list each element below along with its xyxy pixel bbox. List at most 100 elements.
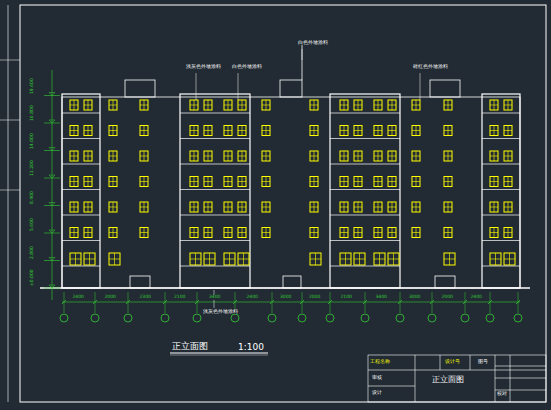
window xyxy=(490,126,498,136)
window-transom xyxy=(504,259,515,260)
window xyxy=(340,126,348,136)
window-transom xyxy=(109,207,117,208)
window xyxy=(140,177,148,187)
window xyxy=(374,100,382,110)
dimension-text: 2000 xyxy=(442,295,453,300)
axis-bubble xyxy=(298,314,306,322)
title-cell: 审核 xyxy=(372,376,382,381)
window xyxy=(444,253,455,265)
window xyxy=(504,202,512,212)
window-transom xyxy=(140,181,148,182)
level-symbol xyxy=(49,175,55,178)
window xyxy=(388,228,396,238)
balcony-rail xyxy=(180,189,250,190)
window xyxy=(490,228,498,238)
window-transom xyxy=(374,130,382,131)
window-transom xyxy=(354,130,362,131)
dimension-tick xyxy=(300,300,304,304)
window xyxy=(238,228,246,238)
dimension-tick xyxy=(233,300,237,304)
window-transom xyxy=(109,181,117,182)
window-transom xyxy=(224,207,232,208)
window-transom xyxy=(374,156,382,157)
window xyxy=(388,126,396,136)
window xyxy=(412,202,420,212)
dimension-text: 3000 xyxy=(409,295,420,300)
level-symbol xyxy=(49,285,55,288)
window xyxy=(224,151,232,161)
window xyxy=(70,253,81,265)
window xyxy=(224,228,232,238)
title-cell: 图号 xyxy=(478,360,488,365)
axis-bubble xyxy=(396,314,404,322)
window-transom xyxy=(190,105,198,106)
window xyxy=(84,126,92,136)
window xyxy=(70,202,78,212)
window-transom xyxy=(140,156,148,157)
window xyxy=(388,151,396,161)
window-transom xyxy=(109,259,120,260)
window xyxy=(190,253,201,265)
window-transom xyxy=(340,232,348,233)
window-transom xyxy=(204,156,212,157)
window xyxy=(140,228,148,238)
level-text: 19.600 xyxy=(30,78,35,94)
window-transom xyxy=(70,156,78,157)
window-transom xyxy=(388,232,396,233)
window-transom xyxy=(84,130,92,131)
window-transom xyxy=(374,207,382,208)
axis-bubble xyxy=(361,314,369,322)
window xyxy=(224,177,232,187)
window xyxy=(224,126,232,136)
window-transom xyxy=(340,130,348,131)
window-transom xyxy=(310,105,318,106)
balcony-rail xyxy=(330,164,400,165)
window xyxy=(262,151,270,161)
window-transom xyxy=(190,207,198,208)
window-transom xyxy=(262,181,270,182)
window-transom xyxy=(504,130,512,131)
window-transom xyxy=(190,259,201,260)
window xyxy=(140,151,148,161)
window xyxy=(204,151,212,161)
window xyxy=(310,100,318,110)
window xyxy=(262,126,270,136)
window xyxy=(238,253,249,265)
dimension-text: 2000 xyxy=(309,295,320,300)
window xyxy=(504,253,515,265)
window-transom xyxy=(70,207,78,208)
window xyxy=(262,177,270,187)
window xyxy=(109,253,120,265)
window-transom xyxy=(444,156,452,157)
window xyxy=(310,253,321,265)
window-transom xyxy=(412,105,420,106)
window-transom xyxy=(262,105,270,106)
window xyxy=(444,228,452,238)
balcony-rail xyxy=(180,266,250,267)
balcony-rail xyxy=(482,266,520,267)
window-transom xyxy=(109,232,117,233)
window-transom xyxy=(84,105,92,106)
balcony-rail xyxy=(482,240,520,241)
window-transom xyxy=(109,105,117,106)
window xyxy=(388,253,399,265)
window-transom xyxy=(490,181,498,182)
window-transom xyxy=(504,156,512,157)
window xyxy=(224,100,232,110)
axis-bubble xyxy=(486,314,494,322)
window xyxy=(388,177,396,187)
window xyxy=(374,177,382,187)
window xyxy=(84,228,92,238)
axis-bubble xyxy=(326,314,334,322)
window-transom xyxy=(84,181,92,182)
level-symbol xyxy=(49,93,55,96)
window-transom xyxy=(504,181,512,182)
window-transom xyxy=(374,259,385,260)
window xyxy=(238,202,246,212)
window xyxy=(109,100,117,110)
window xyxy=(340,100,348,110)
balcony-rail xyxy=(62,266,100,267)
balcony-rail xyxy=(482,215,520,216)
window-transom xyxy=(84,259,95,260)
window xyxy=(490,202,498,212)
